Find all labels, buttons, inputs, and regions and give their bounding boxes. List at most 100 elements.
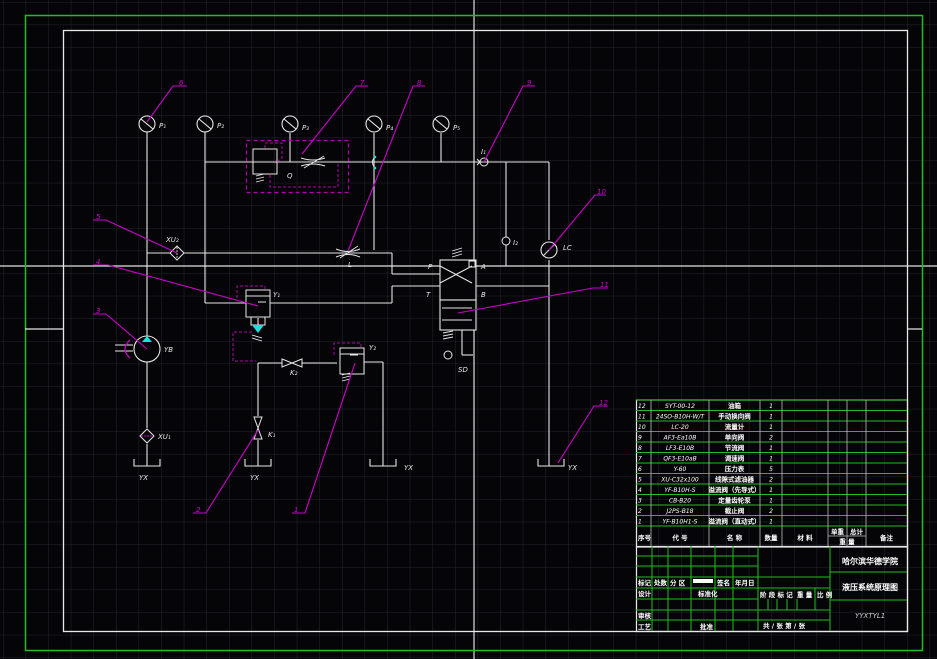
leader-12	[557, 405, 608, 464]
parts-cell-code: LF3-E10B	[666, 445, 694, 452]
svg-text:哈尔滨华德学院: 哈尔滨华德学院	[842, 556, 898, 566]
svg-text:3: 3	[96, 307, 100, 315]
leader-10	[548, 194, 606, 251]
parts-cell-name: 截止阀	[725, 506, 745, 515]
parts-cell-name: 定量齿轮泵	[717, 496, 751, 505]
svg-text:液压系统原理图: 液压系统原理图	[842, 582, 898, 592]
throttle-valve-icon: L	[335, 245, 361, 269]
gauge-p1-icon	[138, 115, 156, 133]
parts-cell-code: XU-C32x100	[660, 477, 699, 484]
svg-text:XU₂: XU₂	[165, 236, 179, 244]
parts-cell-code: 24SO-B10H-W/T	[656, 414, 706, 421]
leader-6	[146, 85, 187, 123]
svg-text:P₂: P₂	[217, 122, 224, 130]
svg-text:XU₁: XU₁	[157, 433, 171, 441]
parts-cell-no: 8	[638, 445, 642, 452]
parts-cell-qty: 2	[769, 508, 773, 515]
parts-header-qty: 数量	[765, 533, 779, 542]
leader-numbers: 6 7 8 9 10 11 12 5 4 3 2 1	[96, 79, 609, 514]
svg-text:批准: 批准	[700, 622, 714, 631]
svg-text:YX: YX	[139, 474, 148, 482]
svg-text:P₄: P₄	[386, 124, 393, 132]
svg-text:共 / 张 第 / 张: 共 / 张 第 / 张	[763, 621, 806, 630]
svg-text:P₁: P₁	[159, 122, 166, 130]
svg-text:LC: LC	[563, 244, 572, 252]
parts-cell-name: 压力表	[725, 464, 745, 473]
svg-text:Y₂: Y₂	[369, 344, 376, 352]
parts-cell-code: LC-20	[671, 424, 689, 431]
leader-5	[93, 219, 178, 254]
parts-cell-name: 调速阀	[725, 454, 745, 463]
title-block: 标记 处数 分 区 签名 年月日 设计 标准化 审核 工艺 批准 阶 段 标 记…	[635, 545, 909, 633]
svg-text:比 例: 比 例	[817, 590, 833, 599]
svg-text:YB: YB	[164, 346, 173, 354]
parts-header-total_weight: 总计	[850, 527, 864, 536]
leader-lines	[93, 85, 608, 514]
parts-cell-qty: 2	[769, 477, 773, 484]
svg-text:P₅: P₅	[453, 124, 460, 132]
leader-8	[347, 85, 425, 252]
svg-text:P: P	[428, 263, 433, 271]
shutoff-valve-k1-icon: K₁	[253, 416, 276, 440]
svg-text:4: 4	[96, 258, 100, 266]
parts-cell-qty: 1	[769, 403, 773, 410]
filter-xu1-icon: XU₁	[139, 428, 171, 444]
parts-cell-no: 1	[638, 519, 642, 526]
directional-valve-icon: P T A B SD	[426, 247, 486, 374]
svg-text:YYXTYL1: YYXTYL1	[855, 612, 885, 620]
svg-text:A: A	[480, 263, 486, 271]
parts-cell-no: 11	[638, 414, 646, 421]
svg-text:审核: 审核	[638, 611, 652, 620]
svg-text:Y₁: Y₁	[273, 291, 280, 299]
gauge-p4-icon	[365, 115, 383, 133]
tank-4	[537, 459, 565, 467]
tank-1	[133, 459, 161, 467]
parts-cell-qty: 2	[769, 435, 773, 442]
parts-cell-name: 节流阀	[725, 443, 745, 452]
svg-text:10: 10	[597, 188, 606, 196]
svg-text:B: B	[481, 291, 486, 299]
parts-cell-qty: 1	[769, 414, 773, 421]
parts-header-material: 材 料	[796, 533, 813, 542]
pressure-gauges	[138, 115, 450, 133]
leader-4	[93, 264, 259, 307]
leader-7	[301, 85, 368, 155]
svg-text:P₃: P₃	[302, 124, 309, 132]
parts-cell-no: 9	[638, 435, 642, 442]
parts-cell-code: QF3-E10aB	[663, 456, 696, 463]
svg-text:8: 8	[417, 79, 422, 87]
parts-cell-name: 手动换向阀	[718, 412, 751, 421]
parts-cell-qty: 1	[769, 519, 773, 526]
shutoff-valve-k2-icon: K₂	[281, 358, 303, 377]
leader-9	[483, 85, 535, 163]
parts-cell-qty: 1	[769, 445, 773, 452]
parts-cell-name: 溢流阀（先导式）	[709, 485, 761, 494]
svg-text:标记: 标记	[637, 578, 652, 587]
outer-border	[24, 14, 924, 652]
parts-cell-no: 5	[638, 477, 642, 484]
svg-text:年月日: 年月日	[735, 578, 755, 587]
parts-cell-code: Y-60	[674, 466, 687, 473]
leader-3	[93, 313, 148, 350]
parts-header-remark: 备注	[879, 533, 894, 542]
parts-cell-code: SYT-00-12	[665, 403, 695, 410]
svg-text:签名: 签名	[716, 578, 730, 587]
svg-text:设计: 设计	[638, 589, 652, 598]
parts-cell-qty: 1	[769, 498, 773, 505]
parts-header-unit_weight: 单重	[831, 527, 845, 536]
gauge-labels: P₁ P₂ P₃ P₄ P₅	[159, 122, 460, 132]
svg-text:6: 6	[179, 79, 184, 87]
svg-text:处数: 处数	[653, 578, 668, 587]
parts-cell-code: AF3-Ea10B	[663, 435, 697, 442]
line-crossover-icon	[372, 155, 377, 170]
svg-text:I₁: I₁	[481, 148, 486, 156]
parts-cell-name: 单向阀	[725, 433, 745, 442]
parts-cell-no: 7	[638, 456, 642, 463]
svg-text:标准化: 标准化	[697, 589, 718, 598]
parts-cell-qty: 5	[769, 466, 773, 473]
parts-cell-qty: 1	[769, 424, 773, 431]
svg-text:阶 段 标 记: 阶 段 标 记	[760, 590, 793, 599]
svg-text:T: T	[426, 291, 431, 299]
svg-text:1: 1	[294, 506, 298, 514]
